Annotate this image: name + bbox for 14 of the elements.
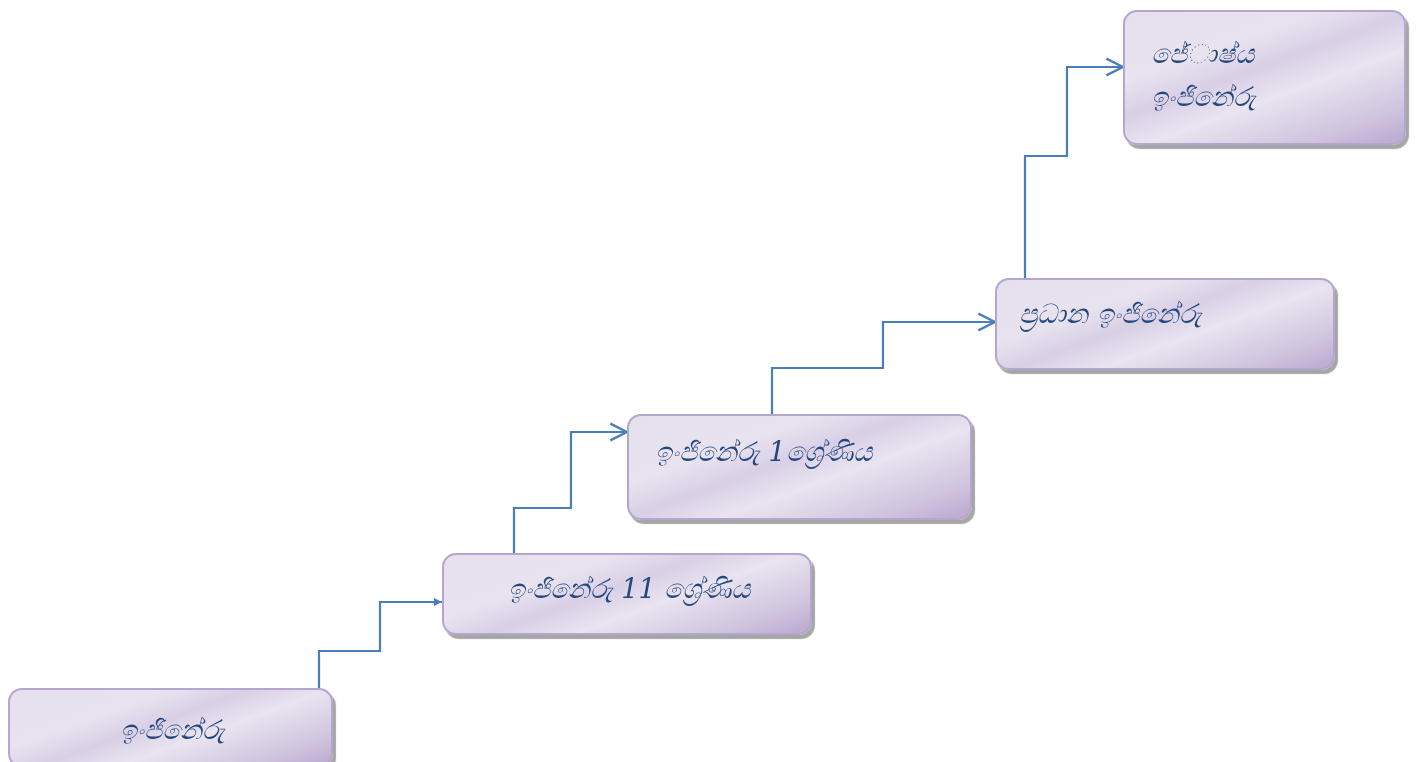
process-box bbox=[627, 414, 972, 520]
process-box bbox=[1123, 10, 1406, 145]
process-box bbox=[8, 688, 333, 762]
box-label: ඉංජිනේරු 11 ශ්‍රේණිය bbox=[506, 572, 752, 608]
arrow bbox=[512, 422, 629, 553]
box-label: ඉංජිනේරු 1ශ්‍රේණිය bbox=[655, 435, 874, 471]
process-box bbox=[995, 278, 1335, 370]
box-label: ප්‍රධාන ඉංජිනේරු bbox=[1019, 292, 1319, 336]
box-label: ඉංජිනේරු bbox=[119, 713, 227, 747]
arrow bbox=[770, 312, 997, 414]
arrow bbox=[317, 598, 442, 688]
process-box bbox=[442, 553, 812, 635]
arrow bbox=[1023, 57, 1125, 278]
box-label: ජේාෂ්ය ඉංජිනේරු bbox=[1151, 37, 1258, 115]
